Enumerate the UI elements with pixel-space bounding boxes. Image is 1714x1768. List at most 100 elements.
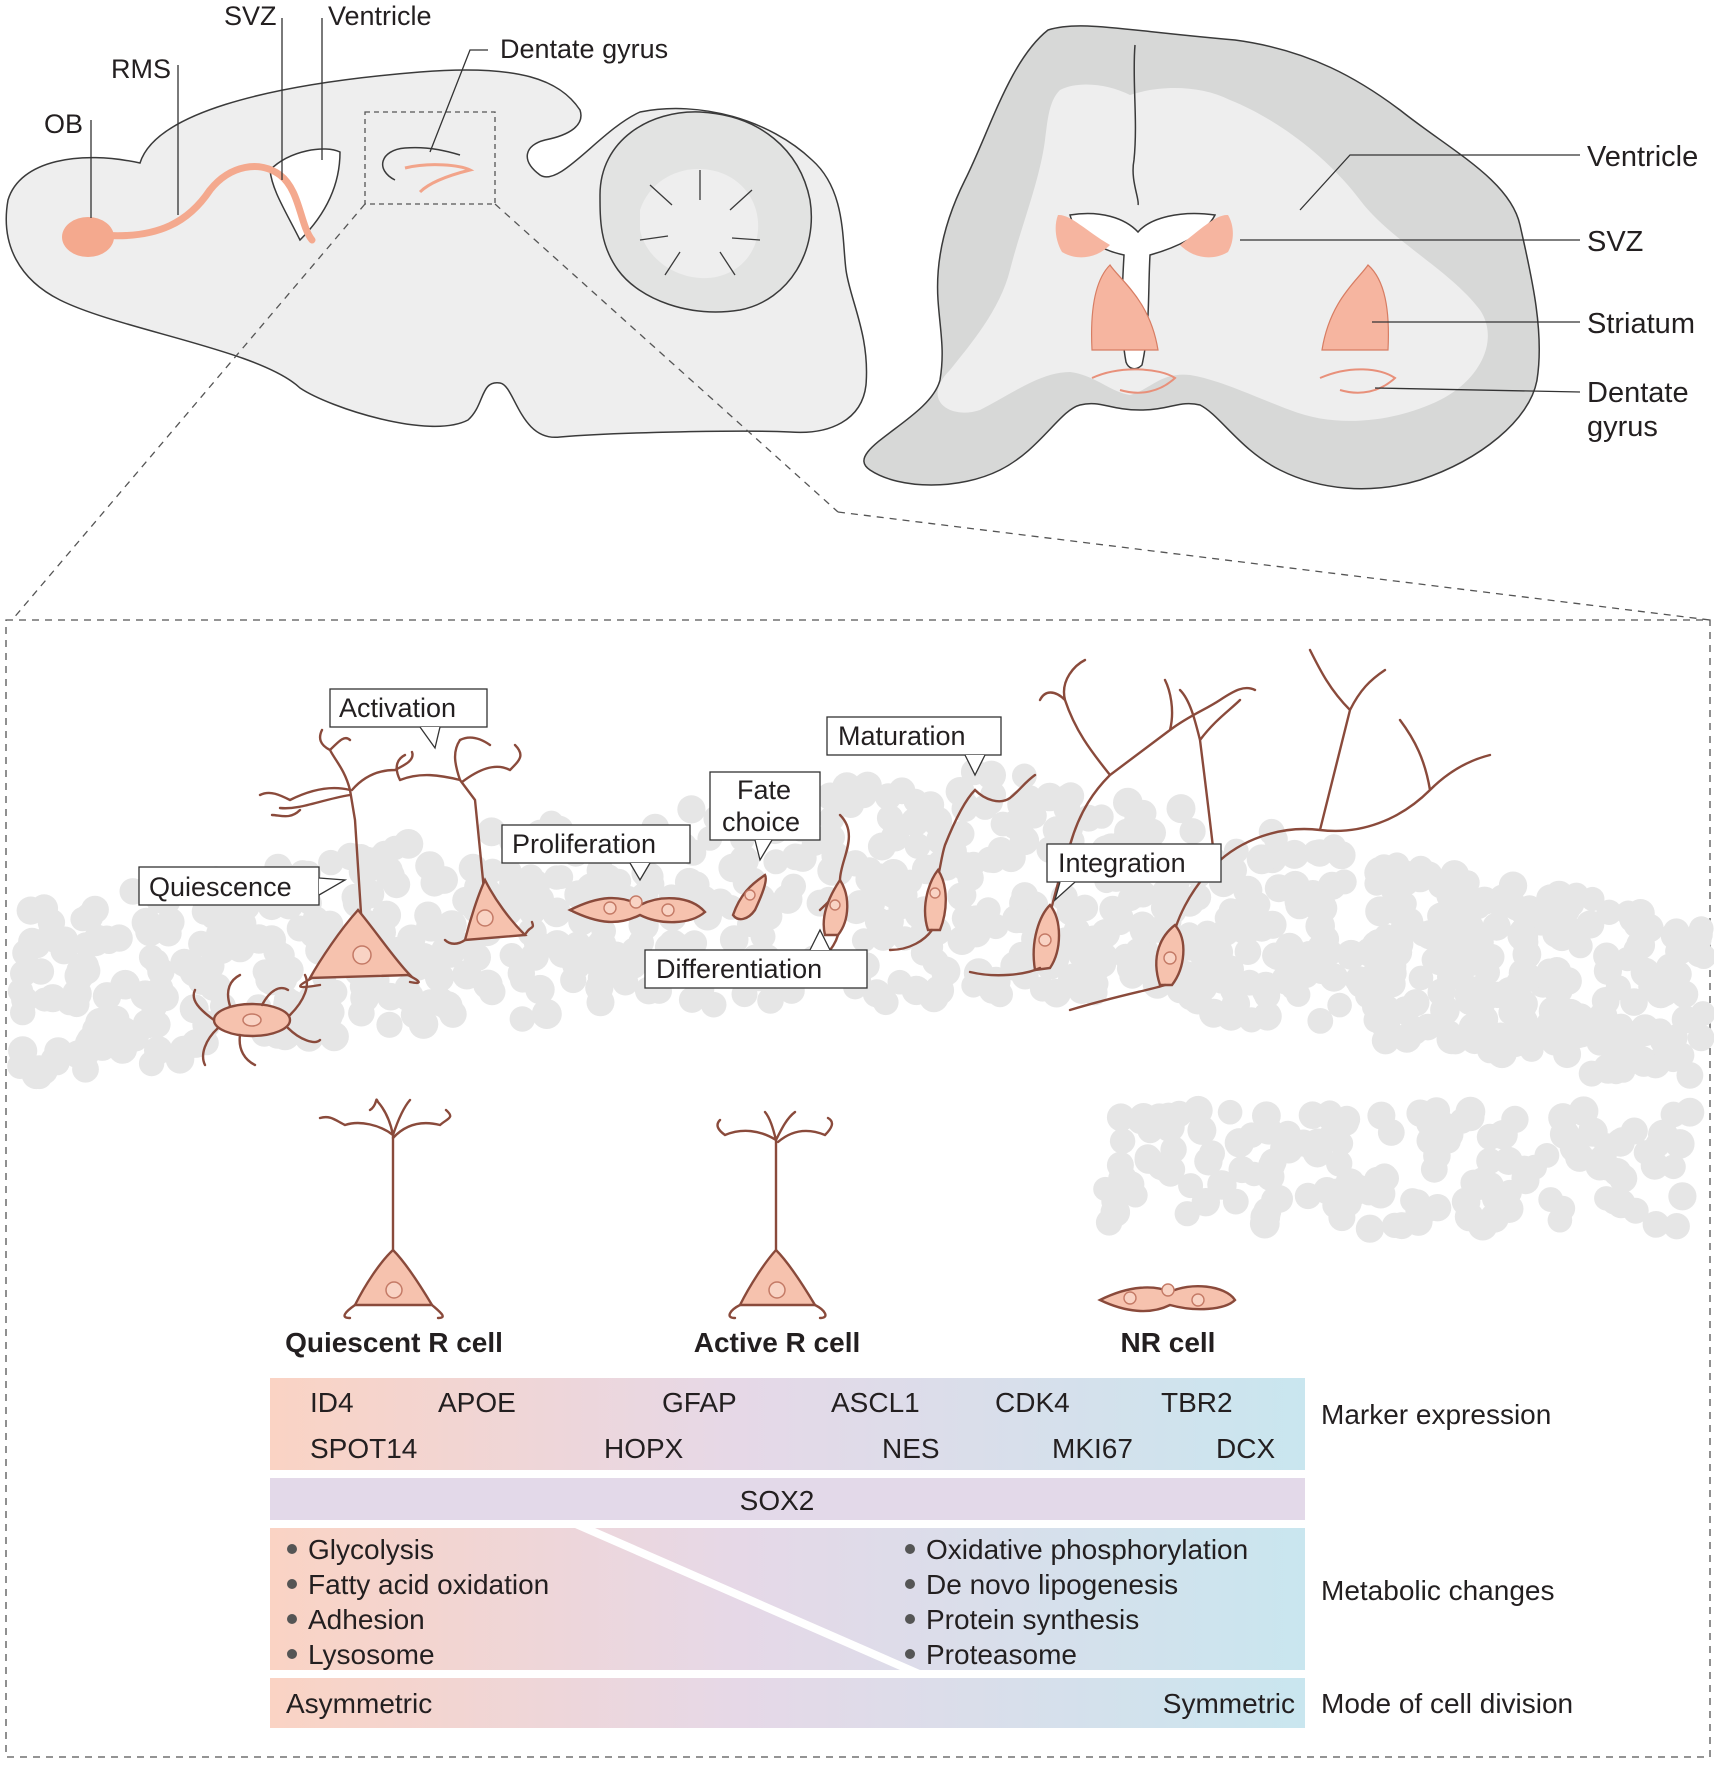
- granule-cell: [1101, 1197, 1131, 1227]
- granule-cell: [977, 847, 1003, 873]
- granule-cell: [1365, 896, 1395, 926]
- label-gyrus-coronal: gyrus: [1587, 411, 1658, 443]
- granule-cell: [1488, 1023, 1513, 1048]
- granule-cell: [1548, 1208, 1573, 1233]
- granule-cell: [1664, 1213, 1690, 1239]
- granule-cell: [1452, 1187, 1481, 1216]
- label-svz-sagittal: SVZ: [224, 1, 277, 31]
- metabolic-right-item: Protein synthesis: [926, 1604, 1139, 1635]
- granule-cell: [111, 1017, 138, 1044]
- granule-cell: [1265, 1185, 1293, 1213]
- granule-cell: [1423, 1142, 1451, 1170]
- granule-cell: [1110, 1128, 1135, 1153]
- granule-cell: [263, 939, 289, 965]
- granule-cell: [1449, 1108, 1474, 1133]
- granule-cell: [1609, 1164, 1637, 1192]
- granule-cell: [865, 907, 892, 934]
- marker-tbr2: TBR2: [1161, 1387, 1233, 1418]
- granule-cell: [976, 897, 1001, 922]
- granule-cell: [1661, 1102, 1687, 1128]
- granule-cell: [1322, 834, 1346, 858]
- granule-cell: [1303, 1129, 1332, 1158]
- granule-cell: [1446, 915, 1476, 945]
- granule-cell: [376, 861, 405, 890]
- granule-cell: [1406, 863, 1435, 892]
- division-asymmetric: Asymmetric: [286, 1688, 432, 1719]
- granule-cell: [75, 903, 103, 931]
- granule-cell: [922, 806, 952, 836]
- granule-cell: [549, 865, 573, 889]
- callout-maturation: Maturation: [827, 717, 1001, 775]
- granule-cell: [881, 823, 910, 852]
- granule-cell: [1385, 862, 1409, 886]
- granule-cell: [1252, 1101, 1281, 1130]
- label-quiescence: Quiescence: [149, 872, 292, 902]
- granule-cell: [528, 895, 552, 919]
- granule-cell: [383, 836, 407, 860]
- marker-hopx: HOPX: [604, 1433, 684, 1464]
- granule-cell: [1641, 1152, 1669, 1180]
- granule-cell: [1365, 929, 1390, 954]
- granule-cell: [510, 967, 536, 993]
- granule-cell: [1107, 1152, 1134, 1179]
- granule-cell: [1586, 1028, 1613, 1055]
- granule-cell: [1424, 1194, 1451, 1221]
- marker-cdk4: CDK4: [995, 1387, 1070, 1418]
- sox2-label: SOX2: [740, 1485, 815, 1516]
- granule-cell: [1220, 857, 1247, 884]
- row-label-metabolic-changes: Metabolic changes: [1321, 1575, 1554, 1606]
- granule-cell: [1602, 1189, 1628, 1215]
- granule-cell: [1663, 918, 1689, 944]
- granule-cell: [65, 961, 94, 990]
- granule-cell: [74, 932, 98, 956]
- granule-cell: [1065, 922, 1093, 950]
- granule-cell: [1547, 922, 1576, 951]
- granule-cell: [1356, 1215, 1384, 1243]
- granule-cell: [75, 1042, 100, 1067]
- granule-cell: [1252, 1213, 1276, 1237]
- label-ventricle-coronal: Ventricle: [1587, 141, 1698, 173]
- marker-nes: NES: [882, 1433, 940, 1464]
- granule-cell: [991, 812, 1016, 837]
- granule-cell: [679, 987, 705, 1013]
- granule-cell: [1317, 1100, 1342, 1125]
- granule-cell: [132, 908, 161, 937]
- granule-cell: [12, 939, 39, 966]
- granule-cell: [946, 777, 975, 806]
- granule-cell: [11, 986, 38, 1013]
- granule-cell: [166, 1045, 195, 1074]
- granule-cell: [318, 1005, 342, 1029]
- coronal-brain-panel: Ventricle SVZ Striatum Dentate gyrus: [864, 26, 1698, 489]
- granule-cell: [1668, 1182, 1696, 1210]
- label-active-r-cell: Active R cell: [694, 1327, 861, 1358]
- label-maturation: Maturation: [838, 721, 966, 751]
- label-dentate-gyrus-sagittal: Dentate gyrus: [500, 34, 668, 64]
- granule-cell: [1437, 1024, 1467, 1054]
- granule-cell: [1247, 844, 1277, 874]
- granule-cell: [1002, 905, 1031, 934]
- granule-cell: [1184, 986, 1212, 1014]
- granule-cell: [1242, 1162, 1266, 1186]
- granule-cell: [39, 984, 67, 1012]
- granule-cell: [1507, 987, 1531, 1011]
- granule-cell: [376, 1012, 402, 1038]
- label-nr-cell: NR cell: [1121, 1327, 1216, 1358]
- marker-row-band: [270, 1378, 1305, 1470]
- marker-ascl1: ASCL1: [831, 1387, 920, 1418]
- marker-apoe: APOE: [438, 1387, 516, 1418]
- granule-cell: [1184, 1096, 1213, 1125]
- granule-cell: [1580, 887, 1604, 911]
- label-svz-coronal: SVZ: [1587, 226, 1643, 258]
- metabolic-left-item: Adhesion: [308, 1604, 425, 1635]
- label-ventricle-sagittal: Ventricle: [328, 1, 432, 31]
- metabolic-left-item: Fatty acid oxidation: [308, 1569, 549, 1600]
- granule-cell: [1313, 1177, 1340, 1204]
- granule-cell: [701, 992, 727, 1018]
- granule-cell: [1476, 1148, 1502, 1174]
- granule-cell: [1285, 887, 1314, 916]
- granule-cell: [1317, 940, 1343, 966]
- granule-cell: [421, 869, 449, 897]
- granule-cell: [979, 976, 1007, 1004]
- granule-cell: [1430, 995, 1460, 1025]
- granule-cell: [1410, 1100, 1436, 1126]
